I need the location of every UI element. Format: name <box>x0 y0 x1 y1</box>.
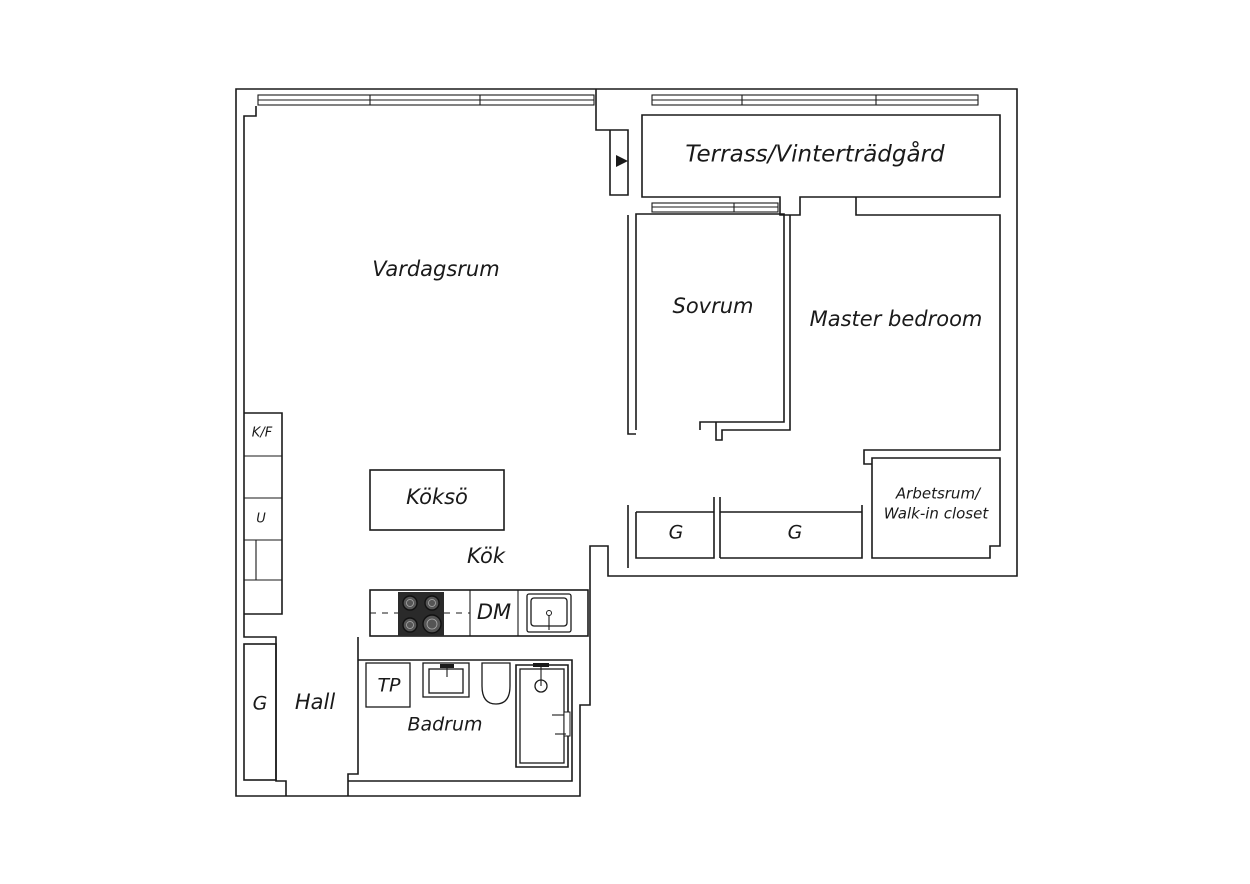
room-label-kitchen: Kök <box>467 544 506 568</box>
hall-wardrobe <box>243 643 277 781</box>
label-washer: TP <box>377 675 401 697</box>
window-top-right <box>651 94 979 106</box>
label-oven: U <box>256 512 266 527</box>
room-label-study-2: Walk-in closet <box>884 505 990 523</box>
shower-icon <box>519 663 571 764</box>
room-label-master: Master bedroom <box>810 307 983 331</box>
room-label-terrace: Terrass/Vinterträdgård <box>685 140 945 168</box>
room-label-bathroom: Badrum <box>407 714 482 736</box>
outer-wall <box>235 88 1018 797</box>
label-dishwasher: DM <box>477 600 511 624</box>
inner-wall-left <box>243 106 287 796</box>
room-label-living: Vardagsrum <box>372 257 499 281</box>
room-label-hall: Hall <box>295 690 335 714</box>
bedroom-wall <box>635 213 785 430</box>
terrace-wall <box>641 114 1001 216</box>
kitchen-sink-icon <box>526 593 572 633</box>
kitchen-island <box>369 469 505 531</box>
pillar <box>595 89 629 196</box>
kitchen-counter <box>369 589 589 637</box>
label-wardrobe-2: G <box>788 522 803 544</box>
room-label-study-1: Arbetsrum/ <box>895 485 982 503</box>
room-label-bedroom: Sovrum <box>672 294 753 318</box>
washer-icon <box>365 662 411 708</box>
room-label-island: Köksö <box>406 485 468 509</box>
window-top-left <box>257 94 595 106</box>
bathroom <box>348 659 573 782</box>
toilet-icon <box>481 662 511 705</box>
door-arrow <box>616 155 628 167</box>
label-wardrobe-1: G <box>669 522 684 544</box>
label-wardrobe-hall: G <box>253 693 268 715</box>
label-fridge-freezer: K/F <box>252 426 273 441</box>
master-wall <box>855 197 1001 465</box>
terrace-window <box>651 202 779 213</box>
left-fixtures <box>244 412 283 615</box>
inner-wall-bathroom <box>347 637 359 796</box>
bedroom-wall-outer <box>627 215 791 441</box>
stove-icon <box>398 592 444 636</box>
bathroom-sink-icon <box>422 662 470 698</box>
storage-wall <box>627 457 1001 568</box>
